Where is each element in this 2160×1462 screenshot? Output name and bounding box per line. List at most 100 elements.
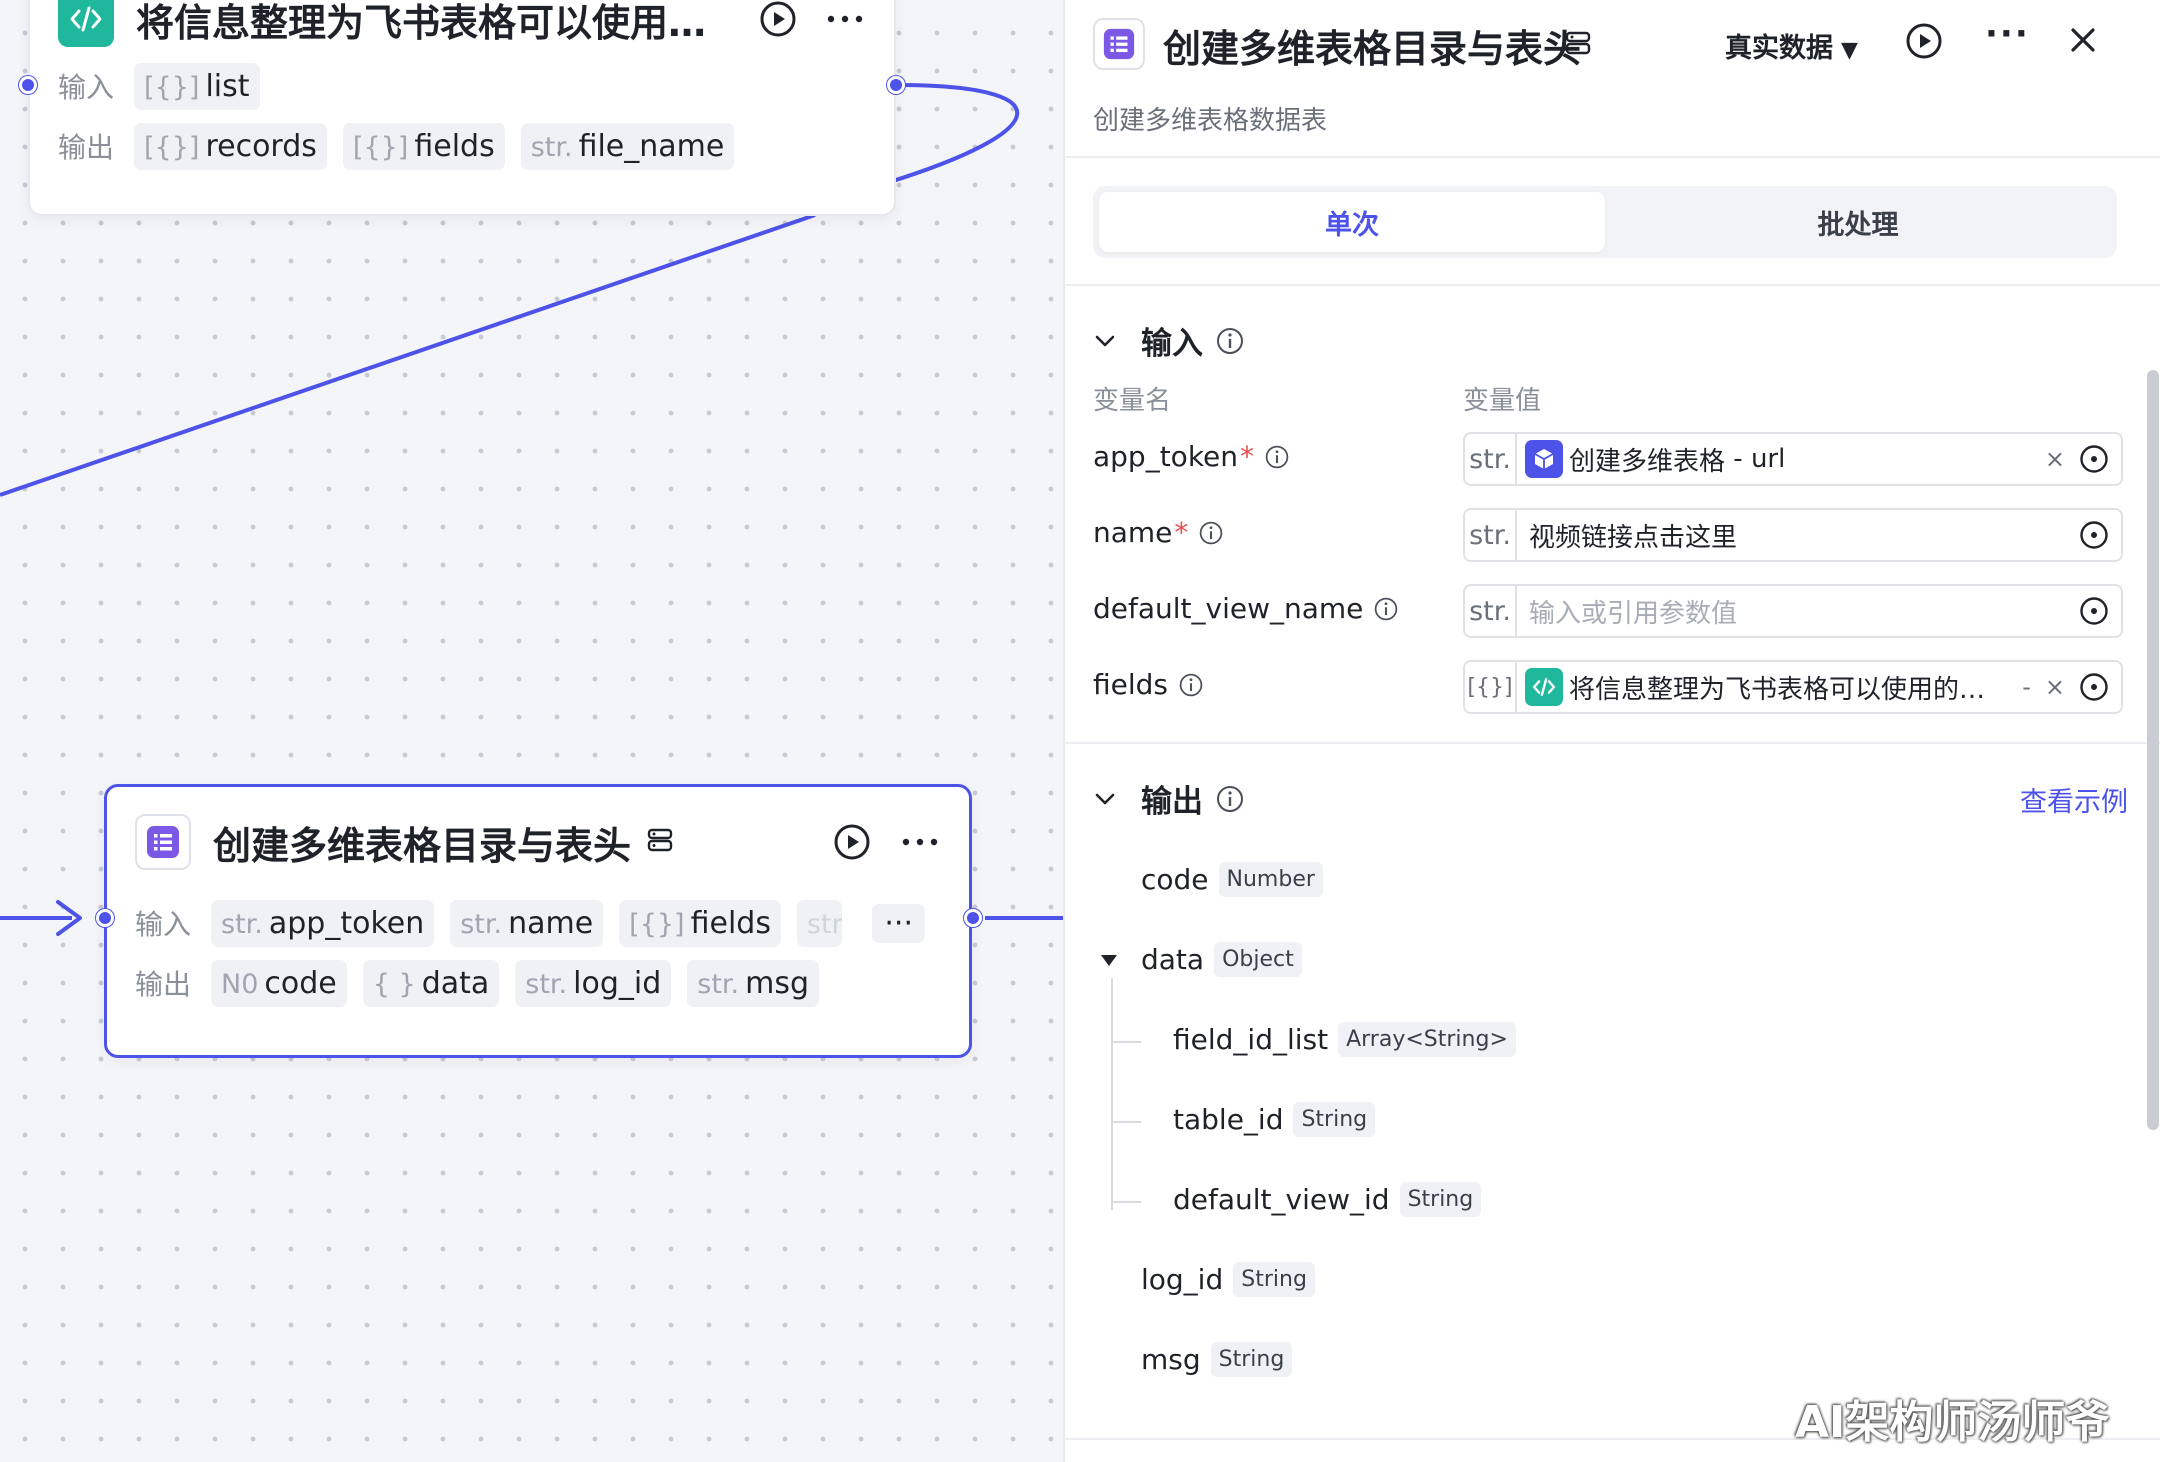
type-badge: Number — [1218, 862, 1323, 897]
node-inputs: 输入 [{}]list — [30, 56, 894, 116]
input-section-header[interactable]: 输入 — [1093, 318, 1245, 363]
param-name: name* — [1093, 516, 1224, 549]
input-chip: str.app_token — [211, 899, 435, 947]
type-badge: String — [1210, 1342, 1293, 1377]
node-title: 将信息整理为飞书表格可以使用… — [136, 0, 707, 45]
input-port[interactable] — [19, 76, 37, 94]
data-source-icon — [645, 825, 675, 859]
panel-scrollbar[interactable] — [2147, 370, 2159, 1130]
table-icon — [1093, 18, 1145, 70]
panel-description: 创建多维表格数据表 — [1093, 106, 1328, 136]
clear-reference-button[interactable]: × — [2044, 445, 2065, 473]
input-label: 输入 — [58, 71, 115, 104]
type-badge: String — [1233, 1262, 1315, 1297]
node-more-button[interactable] — [824, 0, 866, 40]
node-outputs: 输出 [{}]records [{}]fields str.file_name — [30, 116, 894, 176]
output-port[interactable] — [964, 909, 982, 927]
panel-more-button[interactable]: ··· — [1985, 14, 2030, 54]
close-button[interactable] — [2063, 20, 2103, 64]
output-field-code: code Number — [1141, 862, 1323, 897]
wire-diagonal — [0, 213, 816, 497]
output-field-data[interactable]: data Object — [1097, 942, 1302, 977]
output-chip: str.msg — [687, 959, 820, 1007]
output-chip: str.log_id — [515, 959, 672, 1007]
output-chip: [{}]fields — [342, 122, 505, 170]
output-label: 输出 — [135, 968, 192, 1001]
output-chip: [{}]records — [134, 122, 327, 170]
reference-target-icon[interactable] — [2077, 442, 2111, 476]
reference-chip: 创建多维表格 - url — [1525, 440, 1785, 478]
play-icon — [834, 824, 870, 860]
tree-line — [1111, 1201, 1141, 1203]
divider — [1065, 1438, 2160, 1440]
workflow-canvas[interactable]: 将信息整理为飞书表格可以使用… 输入 [{}]list 输出 [{}]recor… — [0, 0, 1063, 1462]
type-label: str. — [1465, 434, 1517, 484]
output-section-header[interactable]: 输出 — [1093, 776, 1245, 821]
section-title: 输入 — [1141, 326, 1203, 362]
wire-arrowhead — [56, 900, 82, 936]
create-table-node[interactable]: 创建多维表格目录与表头 输入 str.app_token str.name [{… — [104, 784, 972, 1058]
reference-target-icon[interactable] — [2077, 670, 2111, 704]
output-port[interactable] — [887, 76, 905, 94]
node-config-panel: 创建多维表格目录与表头 真实数据▼ ··· 创建多维表格数据表 单次 批处理 输… — [1063, 0, 2160, 1462]
node-title: 创建多维表格目录与表头 — [213, 823, 632, 868]
reference-target-icon[interactable] — [2077, 518, 2111, 552]
info-icon — [1375, 597, 1398, 620]
info-icon — [1200, 521, 1223, 544]
more-dots-icon — [827, 15, 863, 23]
param-value-field[interactable]: str. 创建多维表格 - url × — [1463, 432, 2123, 486]
info-icon — [1179, 673, 1203, 696]
node-inputs: 输入 str.app_token str.name [{}]fields str… — [107, 893, 969, 953]
param-row-name: name* str. 视频链接点击这里 — [1093, 508, 2123, 562]
more-inputs-button[interactable]: ··· — [872, 903, 925, 943]
cube-icon — [1525, 440, 1563, 478]
code-icon — [58, 0, 114, 47]
input-chip: [{}]list — [134, 62, 260, 110]
param-value-field[interactable]: [{}] 将信息整理为飞书表格可以使用的… - × — [1463, 660, 2123, 714]
column-header-name: 变量名 — [1093, 386, 1172, 416]
caret-down-icon[interactable] — [1097, 948, 1121, 972]
data-mode-dropdown[interactable]: 真实数据▼ — [1725, 33, 1858, 64]
reference-value: 创建多维表格 - url — [1517, 440, 2045, 478]
more-dots-icon — [902, 838, 938, 846]
info-icon — [1265, 445, 1289, 468]
reference-chip: 将信息整理为飞书表格可以使用的… — [1525, 668, 1985, 706]
reference-target-icon[interactable] — [2077, 594, 2111, 628]
divider — [1065, 284, 2160, 286]
view-example-link[interactable]: 查看示例 — [2020, 787, 2128, 818]
param-value-field[interactable]: str. 视频链接点击这里 — [1463, 508, 2123, 562]
chevron-down-icon — [1095, 793, 1115, 804]
close-icon — [2071, 28, 2095, 52]
code-icon — [1525, 668, 1563, 706]
clear-reference-button[interactable]: × — [2044, 673, 2065, 701]
param-row-default-view-name: default_view_name str. 输入或引用参数值 — [1093, 584, 2123, 638]
output-field-field-id-list: field_id_list Array<String> — [1173, 1022, 1516, 1057]
type-label: [{}] — [1465, 662, 1517, 712]
output-chip: { }data — [362, 959, 500, 1007]
wire-top-loop — [879, 83, 1020, 187]
param-value-field[interactable]: str. 输入或引用参数值 — [1463, 584, 2123, 638]
caret-down-icon: ▼ — [1841, 38, 1858, 63]
output-field-msg: msg String — [1141, 1342, 1293, 1377]
type-label: str. — [1465, 586, 1517, 636]
output-field-default-view-id: default_view_id String — [1173, 1182, 1482, 1217]
output-label: 输出 — [58, 131, 115, 164]
run-node-button[interactable] — [757, 0, 799, 40]
run-mode-tabs: 单次 批处理 — [1093, 186, 2117, 258]
node-more-button[interactable] — [899, 821, 941, 863]
param-row-app-token: app_token* str. 创建多维表格 - url × — [1093, 432, 2123, 486]
play-icon — [760, 1, 796, 37]
connection-wires — [0, 83, 1063, 936]
type-badge: Object — [1214, 942, 1302, 977]
tree-line — [1111, 1121, 1141, 1123]
code-node[interactable]: 将信息整理为飞书表格可以使用… 输入 [{}]list 输出 [{}]recor… — [28, 0, 896, 216]
input-port[interactable] — [96, 909, 114, 927]
output-field-log-id: log_id String — [1141, 1262, 1315, 1297]
tab-batch[interactable]: 批处理 — [1817, 209, 1899, 241]
run-button[interactable] — [1905, 22, 1943, 64]
watermark-text: AI架构师汤师爷 — [1795, 1397, 2110, 1448]
output-chip: str.file_name — [520, 122, 735, 170]
run-node-button[interactable] — [831, 821, 873, 863]
tab-single[interactable]: 单次 — [1099, 192, 1605, 252]
